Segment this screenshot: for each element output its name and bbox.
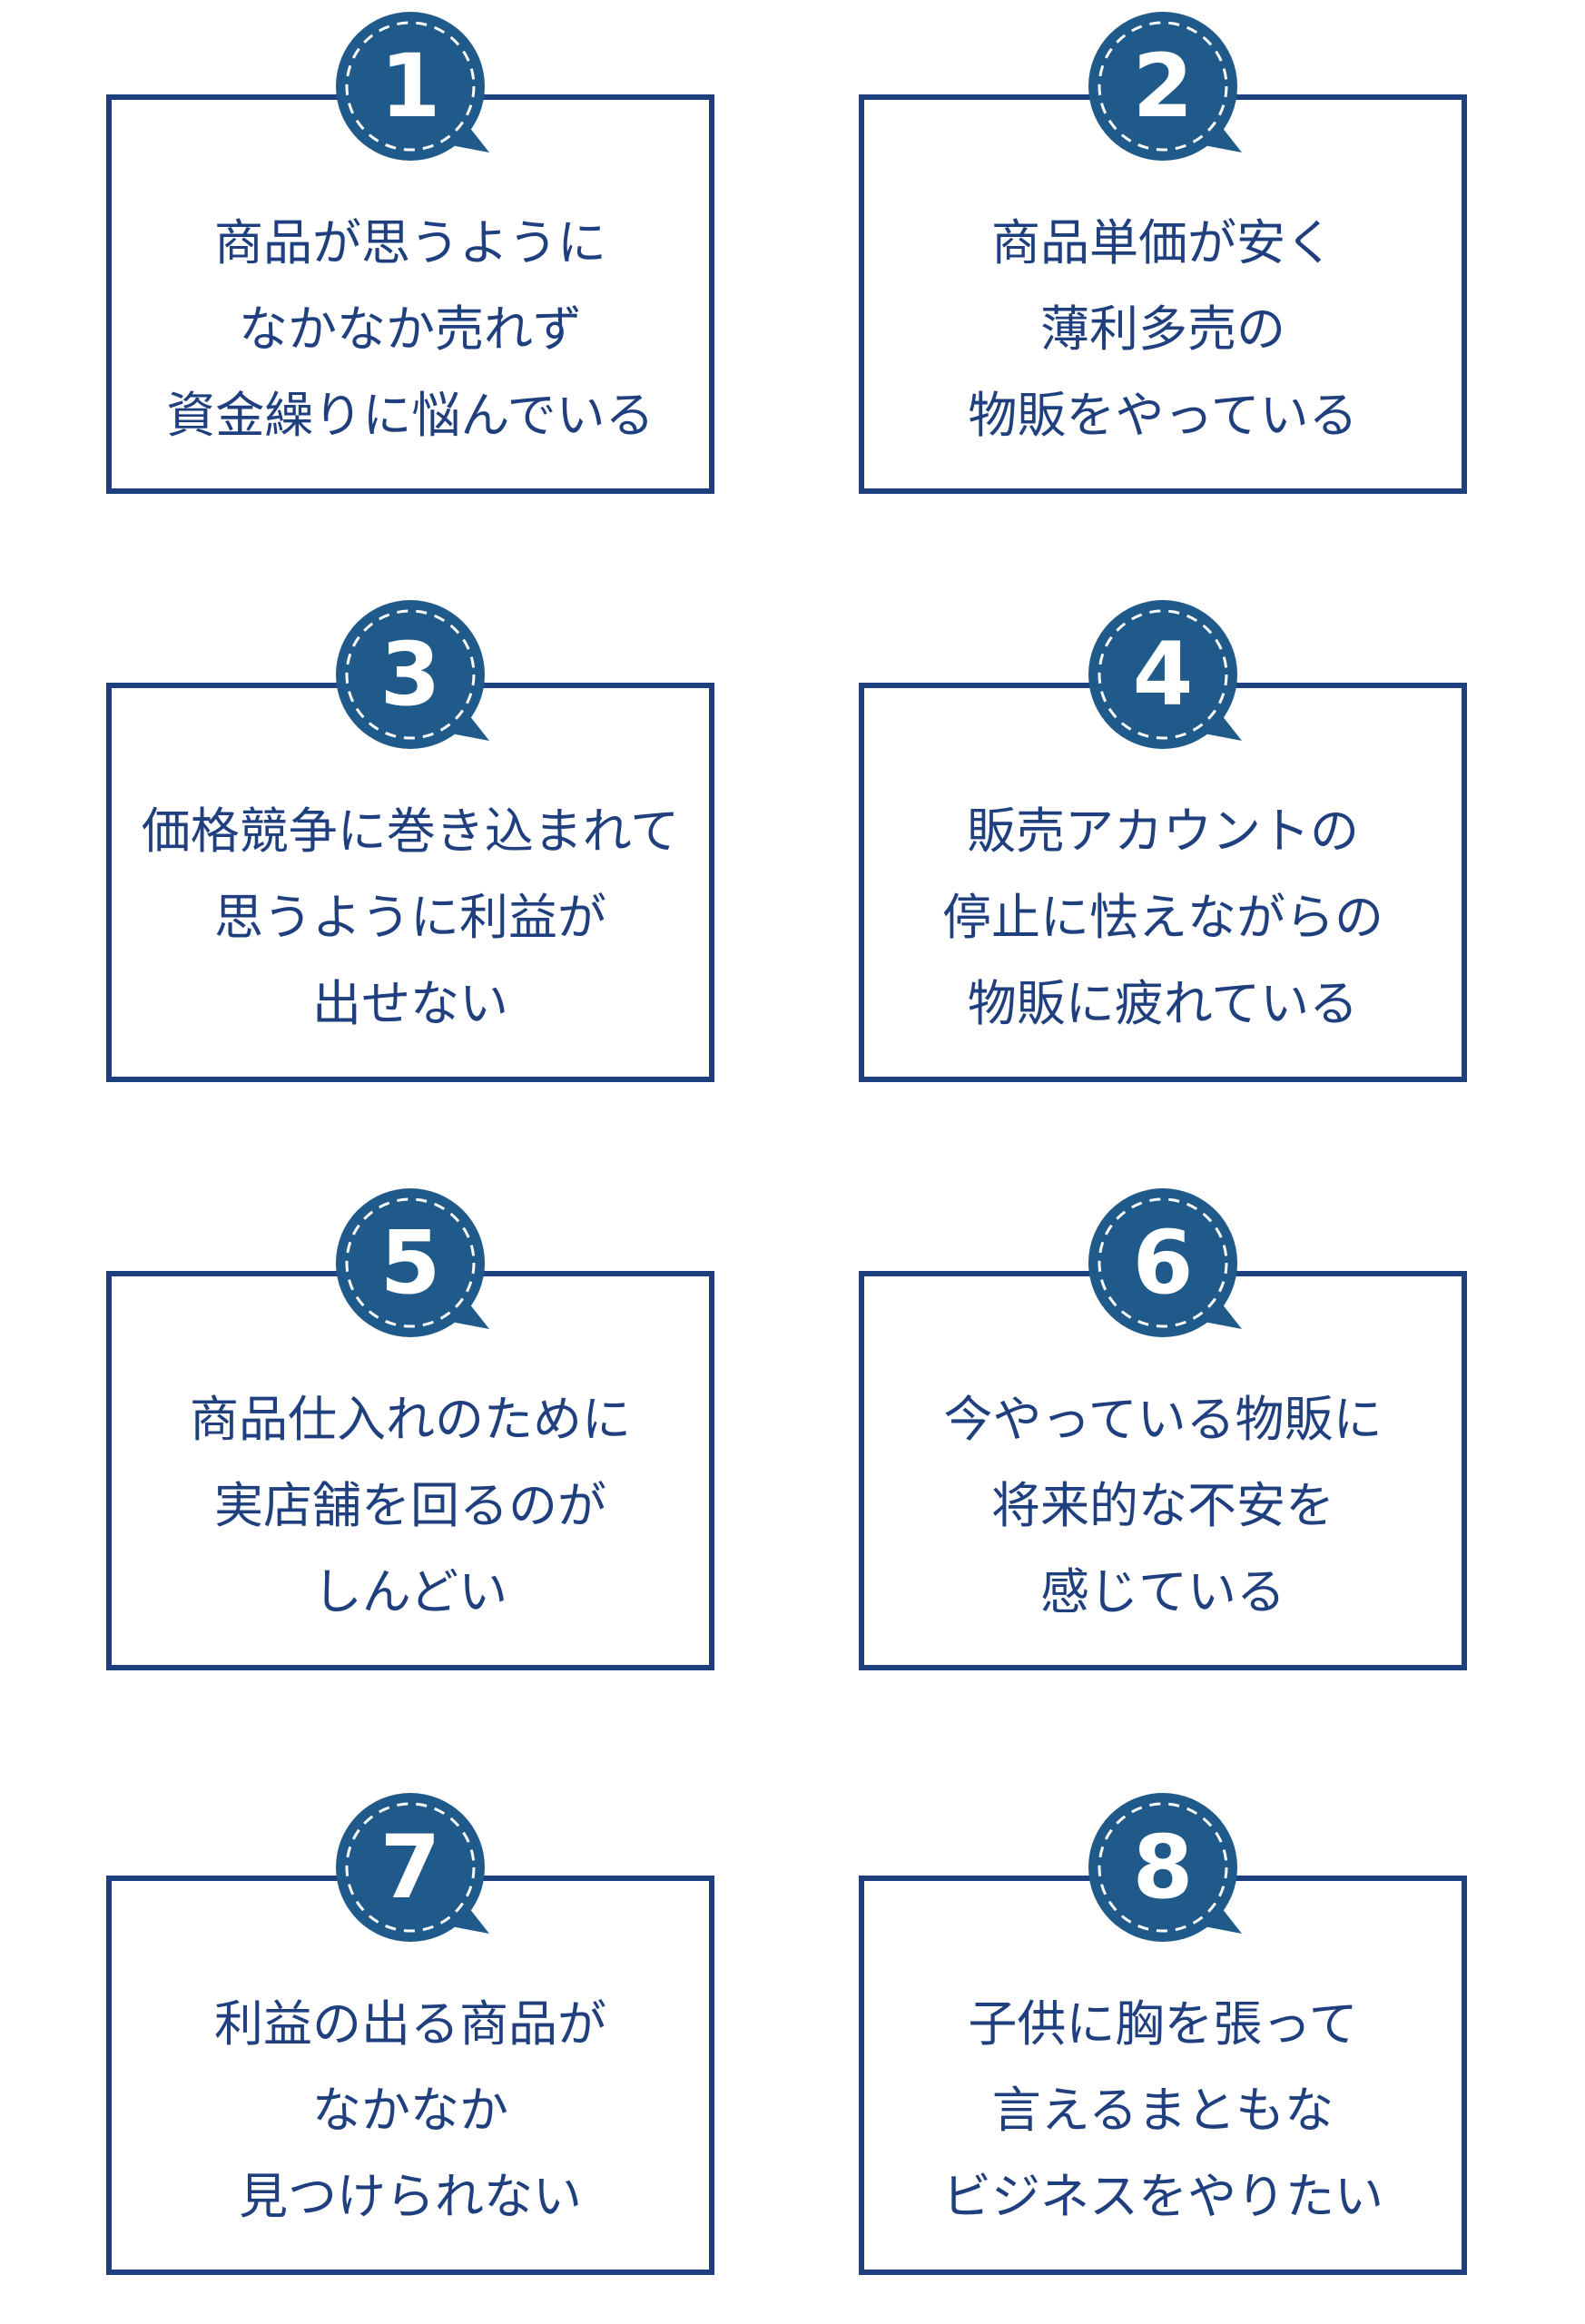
problem-card-1: 1 商品が思うように なかなか売れず 資金繰りに悩んでいる: [106, 12, 714, 494]
speech-bubble-icon: [1088, 12, 1242, 161]
problem-card-7: 7 利益の出る商品が なかなか 見つけられない: [106, 1793, 714, 2275]
number-badge: 8: [1086, 1790, 1242, 1945]
number-badge: 6: [1086, 1186, 1242, 1340]
card-line: 今やっている物販に: [943, 1391, 1383, 1448]
card-text: 販売アカウントの 停止に怯えながらの 物販に疲れている: [864, 788, 1462, 1047]
badge-number: 8: [1132, 1817, 1194, 1918]
badge-number: 3: [379, 624, 441, 725]
badge-number: 1: [379, 35, 441, 137]
number-badge: 3: [333, 597, 489, 752]
card-text: 価格競争に巻き込まれて 思うように利益が 出せない: [112, 788, 709, 1047]
card-text: 商品が思うように なかなか売れず 資金繰りに悩んでいる: [112, 200, 709, 458]
speech-bubble-icon: [1088, 600, 1242, 749]
card-line: 販売アカウントの: [967, 803, 1359, 860]
speech-bubble-icon: [336, 1188, 489, 1337]
card-line: 将来的な不安を: [991, 1477, 1334, 1534]
card-text: 今やっている物販に 将来的な不安を 感じている: [864, 1376, 1462, 1635]
speech-bubble-icon: [336, 1793, 489, 1942]
card-line: 停止に怯えながらの: [942, 889, 1383, 946]
card-line: 見つけられない: [239, 2168, 582, 2225]
badge-number: 2: [1132, 35, 1194, 137]
speech-bubble-icon: [1088, 1188, 1242, 1337]
card-line: 物販をやっている: [968, 387, 1358, 444]
number-badge: 7: [333, 1790, 489, 1945]
card-text: 商品仕入れのために 実店舗を回るのが しんどい: [112, 1376, 709, 1635]
card-line: 商品単価が安く: [991, 214, 1334, 271]
card-line: 利益の出る商品が: [214, 1995, 606, 2053]
card-line: 商品が思うように: [214, 214, 606, 271]
number-badge: 1: [333, 9, 489, 163]
card-line: 子供に胸を張って: [968, 1995, 1358, 2053]
card-line: 薄利多売の: [1040, 300, 1285, 358]
number-badge: 2: [1086, 9, 1242, 163]
card-line: 出せない: [312, 975, 508, 1032]
badge-number: 6: [1132, 1212, 1194, 1314]
card-line: 商品仕入れのために: [190, 1391, 631, 1448]
problem-card-3: 3 価格競争に巻き込まれて 思うように利益が 出せない: [106, 600, 714, 1082]
card-line: 価格競争に巻き込まれて: [141, 803, 680, 860]
card-line: しんどい: [312, 1563, 508, 1620]
card-text: 子供に胸を張って 言えるまともな ビジネスをやりたい: [864, 1981, 1462, 2240]
card-text: 利益の出る商品が なかなか 見つけられない: [112, 1981, 709, 2240]
card-line: なかなか売れず: [239, 300, 582, 358]
card-line: 言えるまともな: [991, 2082, 1334, 2139]
speech-bubble-icon: [1088, 1793, 1242, 1942]
problem-card-6: 6 今やっている物販に 将来的な不安を 感じている: [859, 1188, 1467, 1670]
card-line: ビジネスをやりたい: [942, 2168, 1383, 2225]
card-line: なかなか: [312, 2082, 508, 2139]
badge-number: 4: [1132, 624, 1194, 725]
number-badge: 4: [1086, 597, 1242, 752]
number-badge: 5: [333, 1186, 489, 1340]
problem-card-5: 5 商品仕入れのために 実店舗を回るのが しんどい: [106, 1188, 714, 1670]
problem-card-8: 8 子供に胸を張って 言えるまともな ビジネスをやりたい: [859, 1793, 1467, 2275]
badge-number: 5: [379, 1212, 441, 1314]
card-line: 感じている: [1040, 1563, 1285, 1620]
problem-card-2: 2 商品単価が安く 薄利多売の 物販をやっている: [859, 12, 1467, 494]
card-text: 商品単価が安く 薄利多売の 物販をやっている: [864, 200, 1462, 458]
card-line: 実店舗を回るのが: [214, 1477, 606, 1534]
card-line: 資金繰りに悩んでいる: [166, 387, 655, 444]
badge-number: 7: [379, 1817, 441, 1918]
speech-bubble-icon: [336, 600, 489, 749]
speech-bubble-icon: [336, 12, 489, 161]
problem-card-4: 4 販売アカウントの 停止に怯えながらの 物販に疲れている: [859, 600, 1467, 1082]
card-line: 物販に疲れている: [967, 975, 1359, 1032]
card-line: 思うように利益が: [214, 889, 606, 946]
